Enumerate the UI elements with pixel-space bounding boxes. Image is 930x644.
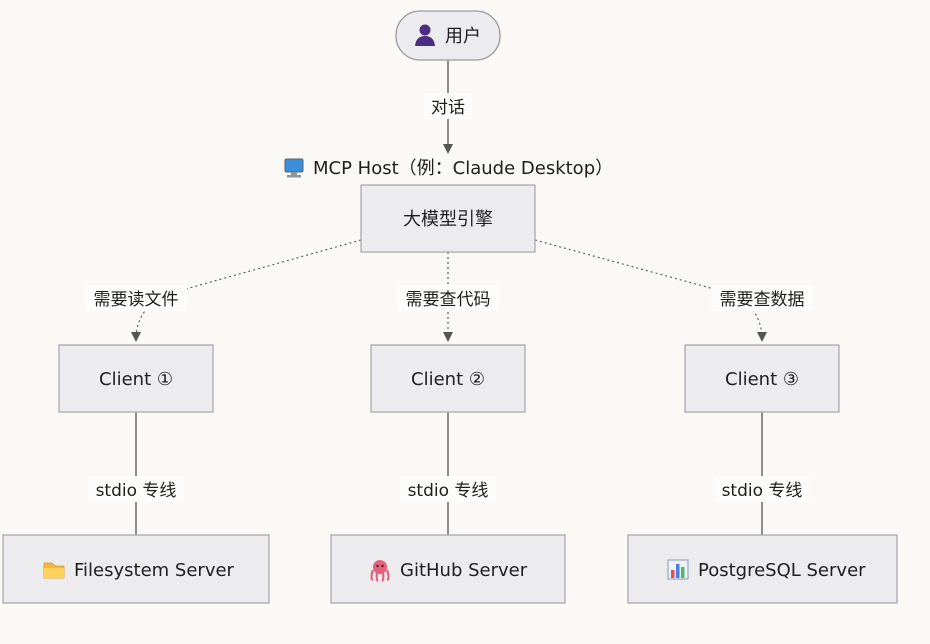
engine-node: 大模型引擎 — [360, 184, 536, 253]
engine-node-shape — [360, 184, 536, 253]
server-label-2: GitHub Server — [400, 560, 528, 581]
transport-label-3: stdio 专线 — [722, 481, 803, 501]
transport-label-background-3 — [714, 476, 810, 502]
request-label-background-3 — [711, 285, 813, 311]
dialog-label-background — [424, 93, 472, 119]
octopus-icon — [370, 560, 390, 582]
client-node-2-shape — [370, 344, 526, 413]
client-label-3: Client ③ — [725, 369, 799, 390]
request-label-background-2 — [397, 285, 499, 311]
engine-label: 大模型引擎 — [403, 209, 493, 230]
dialog-edge-label: 对话 — [431, 98, 465, 118]
client-label-2: Client ② — [411, 369, 485, 390]
transport-label-background-1 — [88, 476, 184, 502]
client-node-3: Client ③ — [684, 344, 840, 413]
server-node-3: PostgreSQL Server — [627, 534, 898, 604]
request-label-2: 需要查代码 — [406, 290, 491, 310]
request-label-background-1 — [85, 285, 187, 311]
client-node-1: Client ① — [58, 344, 214, 413]
user-label: 用户 — [445, 26, 481, 47]
host-header: MCP Host（例：Claude Desktop） — [284, 158, 613, 179]
transport-label-2: stdio 专线 — [408, 481, 489, 501]
server-node-1: Filesystem Server — [2, 534, 270, 604]
server-node-2-shape — [330, 534, 566, 604]
host-label: MCP Host（例：Claude Desktop） — [313, 158, 613, 179]
client-node-2: Client ② — [370, 344, 526, 413]
user-node-shape — [395, 10, 501, 61]
transport-label-background-2 — [400, 476, 496, 502]
request-label-1: 需要读文件 — [94, 290, 179, 310]
client-node-1-shape — [58, 344, 214, 413]
server-label-3: PostgreSQL Server — [698, 560, 866, 581]
client-label-1: Client ① — [99, 369, 173, 390]
user-node: 用户 — [395, 10, 501, 61]
folder-icon — [43, 562, 65, 579]
server-node-2: GitHub Server — [330, 534, 566, 604]
user-silhouette-icon — [415, 24, 435, 46]
edge-labels: 对话 需要读文件 需要查代码 需要查数据 stdio 专线 stdio 专线 s… — [85, 93, 813, 502]
server-label-1: Filesystem Server — [74, 560, 235, 581]
bar-chart-icon — [667, 559, 689, 580]
request-label-3: 需要查数据 — [720, 290, 805, 310]
transport-label-1: stdio 专线 — [96, 481, 177, 501]
computer-monitor-icon — [284, 158, 304, 178]
client-node-3-shape — [684, 344, 840, 413]
